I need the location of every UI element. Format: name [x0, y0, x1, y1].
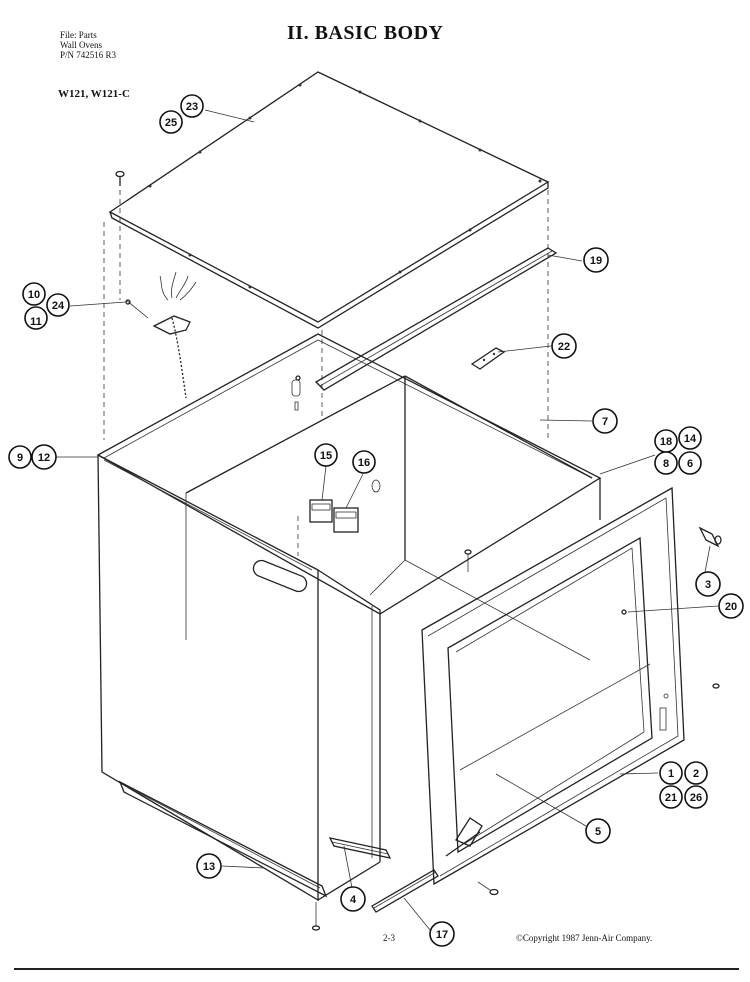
callout-14: 14	[678, 426, 702, 450]
callout-20: 20	[718, 593, 744, 619]
callout-5: 5	[585, 818, 611, 844]
callout-15-label: 15	[320, 450, 332, 462]
callout-17-label: 17	[436, 929, 448, 941]
front-frame	[421, 486, 685, 886]
top-screw	[115, 170, 125, 186]
footer-rule	[14, 968, 739, 970]
callout-21-label: 21	[665, 792, 677, 804]
callout-23: 23	[180, 94, 204, 118]
callout-1-label: 1	[668, 768, 674, 780]
callout-11: 11	[24, 306, 48, 330]
callout-12-label: 12	[38, 452, 50, 464]
callout-10-label: 10	[28, 289, 40, 301]
callout-19: 19	[583, 247, 609, 273]
callout-26-label: 26	[690, 792, 702, 804]
oven-cabinet	[96, 333, 602, 902]
leader-lines	[56, 109, 719, 931]
page-number: 2-3	[383, 933, 395, 943]
callout-25: 25	[159, 110, 183, 134]
callout-13: 13	[196, 853, 222, 879]
door-screw	[477, 683, 720, 896]
callout-1: 1	[659, 761, 683, 785]
callout-4: 4	[340, 886, 366, 912]
callout-8: 8	[654, 451, 678, 475]
callout-5-label: 5	[595, 826, 601, 838]
callout-23-label: 23	[186, 101, 198, 113]
page-title: II. BASIC BODY	[287, 22, 444, 44]
callout-14-label: 14	[684, 433, 697, 445]
callout-16: 16	[352, 450, 376, 474]
callout-6-label: 6	[687, 458, 693, 470]
bottom-rail-right	[328, 837, 392, 859]
callout-9-label: 9	[17, 452, 23, 464]
switches	[297, 499, 359, 556]
callout-2: 2	[684, 761, 708, 785]
callout-3: 3	[695, 571, 721, 597]
callout-24-label: 24	[52, 300, 65, 312]
callout-10: 10	[22, 282, 46, 306]
callout-8-label: 8	[663, 458, 669, 470]
callout-3-label: 3	[705, 579, 711, 591]
conduit-and-clamp	[125, 271, 197, 399]
callout-12: 12	[31, 444, 57, 470]
model-numbers: W121, W121-C	[58, 88, 130, 100]
bottom-rail-left	[118, 780, 328, 931]
callout-7: 7	[592, 408, 618, 434]
part-number-line: P/N 742516 R3	[60, 50, 117, 60]
callout-21: 21	[659, 785, 683, 809]
bottom-trim-strip	[371, 869, 439, 913]
callout-13-label: 13	[203, 861, 215, 873]
top-rail	[314, 247, 558, 391]
callout-15: 15	[314, 443, 338, 467]
file-line: File: Parts	[60, 30, 97, 40]
callout-7-label: 7	[602, 416, 608, 428]
copyright-notice: ©Copyright 1987 Jenn-Air Company.	[516, 933, 653, 943]
callout-18: 18	[654, 429, 678, 453]
callout-18-label: 18	[660, 436, 672, 448]
callout-2-label: 2	[693, 768, 699, 780]
top-panel	[108, 71, 550, 329]
bracket	[470, 347, 506, 370]
callout-16-label: 16	[358, 457, 370, 469]
callout-6: 6	[678, 451, 702, 475]
callout-19-label: 19	[590, 255, 602, 267]
callout-22-label: 22	[558, 341, 570, 353]
callout-20-label: 20	[725, 601, 737, 613]
callout-17: 17	[429, 921, 455, 947]
callout-26: 26	[684, 785, 708, 809]
callout-11-label: 11	[30, 316, 42, 328]
callout-4-label: 4	[350, 894, 357, 906]
category-line: Wall Ovens	[60, 40, 103, 50]
callout-9: 9	[8, 445, 32, 469]
callout-24: 24	[46, 293, 70, 317]
callout-22: 22	[551, 333, 577, 359]
callout-25-label: 25	[165, 117, 177, 129]
sensor-part	[698, 526, 722, 548]
